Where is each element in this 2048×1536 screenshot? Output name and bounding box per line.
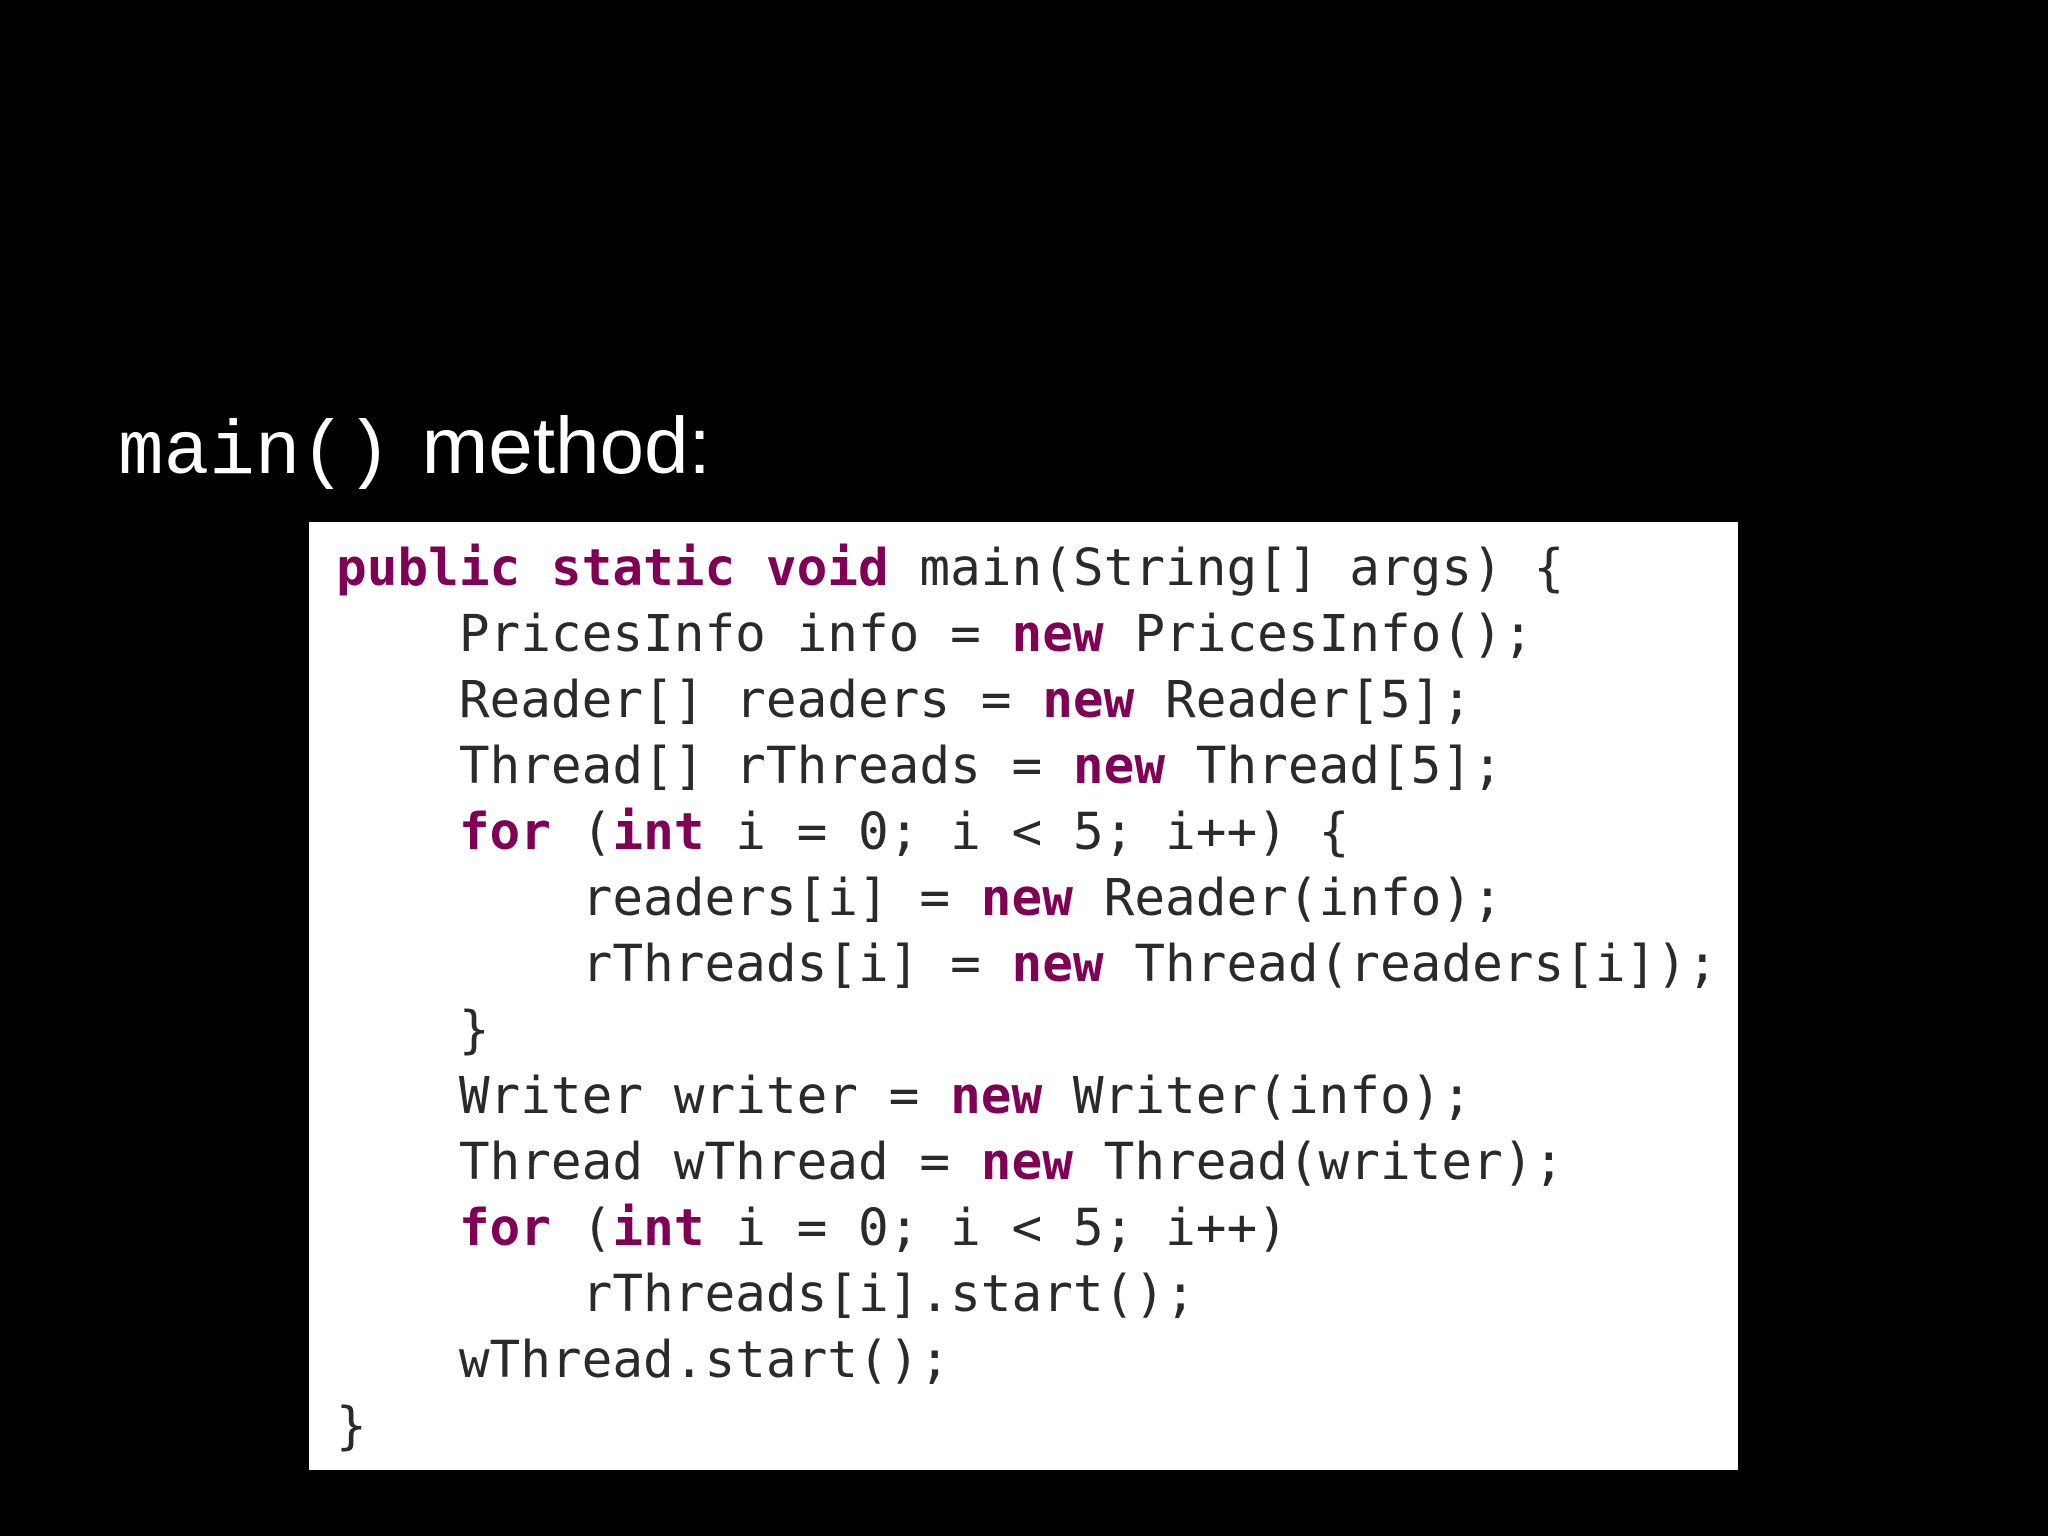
code-text: ( (550, 803, 613, 862)
code-line: Writer writer = new Writer(info); (336, 1064, 1718, 1130)
code-text: Reader(info); (1072, 869, 1503, 928)
code-line: readers[i] = new Reader(info); (336, 866, 1718, 932)
code-text: Reader[] readers = (336, 671, 1043, 730)
code-line: public static void main(String[] args) { (336, 536, 1718, 602)
code-text: rThreads[i].start(); (336, 1265, 1196, 1324)
code-keyword: for (458, 803, 551, 862)
code-text: Thread[] rThreads = (336, 737, 1073, 796)
code-text: readers[i] = (336, 869, 981, 928)
code-text: } (336, 1001, 490, 1060)
code-text: ( (550, 1199, 613, 1258)
code-line: Reader[] readers = new Reader[5]; (336, 668, 1718, 734)
heading-text: method: (421, 401, 711, 490)
code-keyword: new (980, 1133, 1073, 1192)
slide-heading: main() method: (118, 400, 711, 496)
code-text: rThreads[i] = (336, 935, 1012, 994)
code-keyword: public static void (336, 539, 889, 598)
code-text (336, 803, 459, 862)
code-keyword: new (1011, 605, 1104, 664)
code-keyword: new (1042, 671, 1135, 730)
code-line: Thread wThread = new Thread(writer); (336, 1130, 1718, 1196)
code-text: } (336, 1397, 367, 1456)
code-line: } (336, 1394, 1718, 1460)
code-line: for (int i = 0; i < 5; i++) (336, 1196, 1718, 1262)
code-line: } (336, 998, 1718, 1064)
code-text (336, 1199, 459, 1258)
code-text: Thread(readers[i]); (1103, 935, 1718, 994)
code-text: i = 0; i < 5; i++) (704, 1199, 1288, 1258)
code-line: rThreads[i].start(); (336, 1262, 1718, 1328)
code-keyword: for (458, 1199, 551, 1258)
code-text: PricesInfo(); (1103, 605, 1534, 664)
code-line: rThreads[i] = new Thread(readers[i]); (336, 932, 1718, 998)
code-listing: public static void main(String[] args) {… (336, 536, 1718, 1460)
code-panel: public static void main(String[] args) {… (309, 522, 1738, 1470)
heading-code: main() (118, 410, 392, 496)
code-line: PricesInfo info = new PricesInfo(); (336, 602, 1718, 668)
code-keyword: new (950, 1067, 1043, 1126)
code-text: wThread.start(); (336, 1331, 951, 1390)
code-keyword: new (1011, 935, 1104, 994)
code-text: Thread wThread = (336, 1133, 981, 1192)
code-keyword: int (612, 803, 705, 862)
code-keyword: new (1072, 737, 1166, 796)
code-text: Reader[5]; (1134, 671, 1473, 730)
code-text: PricesInfo info = (336, 605, 1012, 664)
code-line: wThread.start(); (336, 1328, 1718, 1394)
code-text: Writer(info); (1042, 1067, 1473, 1126)
code-text: Thread(writer); (1072, 1133, 1565, 1192)
code-text: Writer writer = (336, 1067, 951, 1126)
code-line: Thread[] rThreads = new Thread[5]; (336, 734, 1718, 800)
code-line: for (int i = 0; i < 5; i++) { (336, 800, 1718, 866)
code-text: Thread[5]; (1165, 737, 1503, 796)
code-text: i = 0; i < 5; i++) { (704, 803, 1350, 862)
code-text: main(String[] args) { (888, 539, 1565, 598)
code-keyword: new (980, 869, 1073, 928)
code-keyword: int (612, 1199, 705, 1258)
